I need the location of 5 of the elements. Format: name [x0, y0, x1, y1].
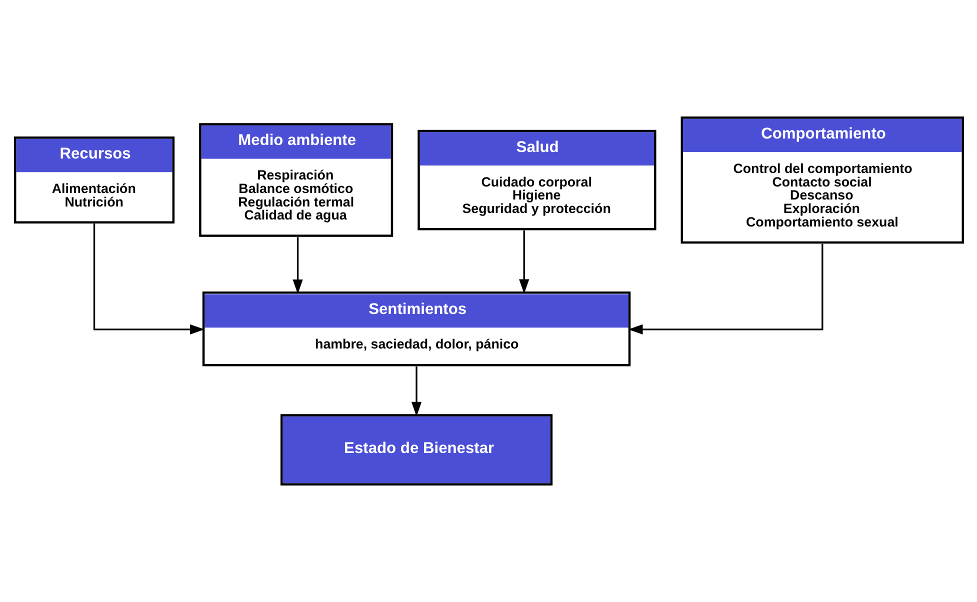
arrow: [92, 224, 204, 335]
arrow: [292, 237, 302, 294]
arrow: [410, 366, 422, 416]
arrow: [628, 244, 823, 335]
arrow: [518, 230, 529, 294]
